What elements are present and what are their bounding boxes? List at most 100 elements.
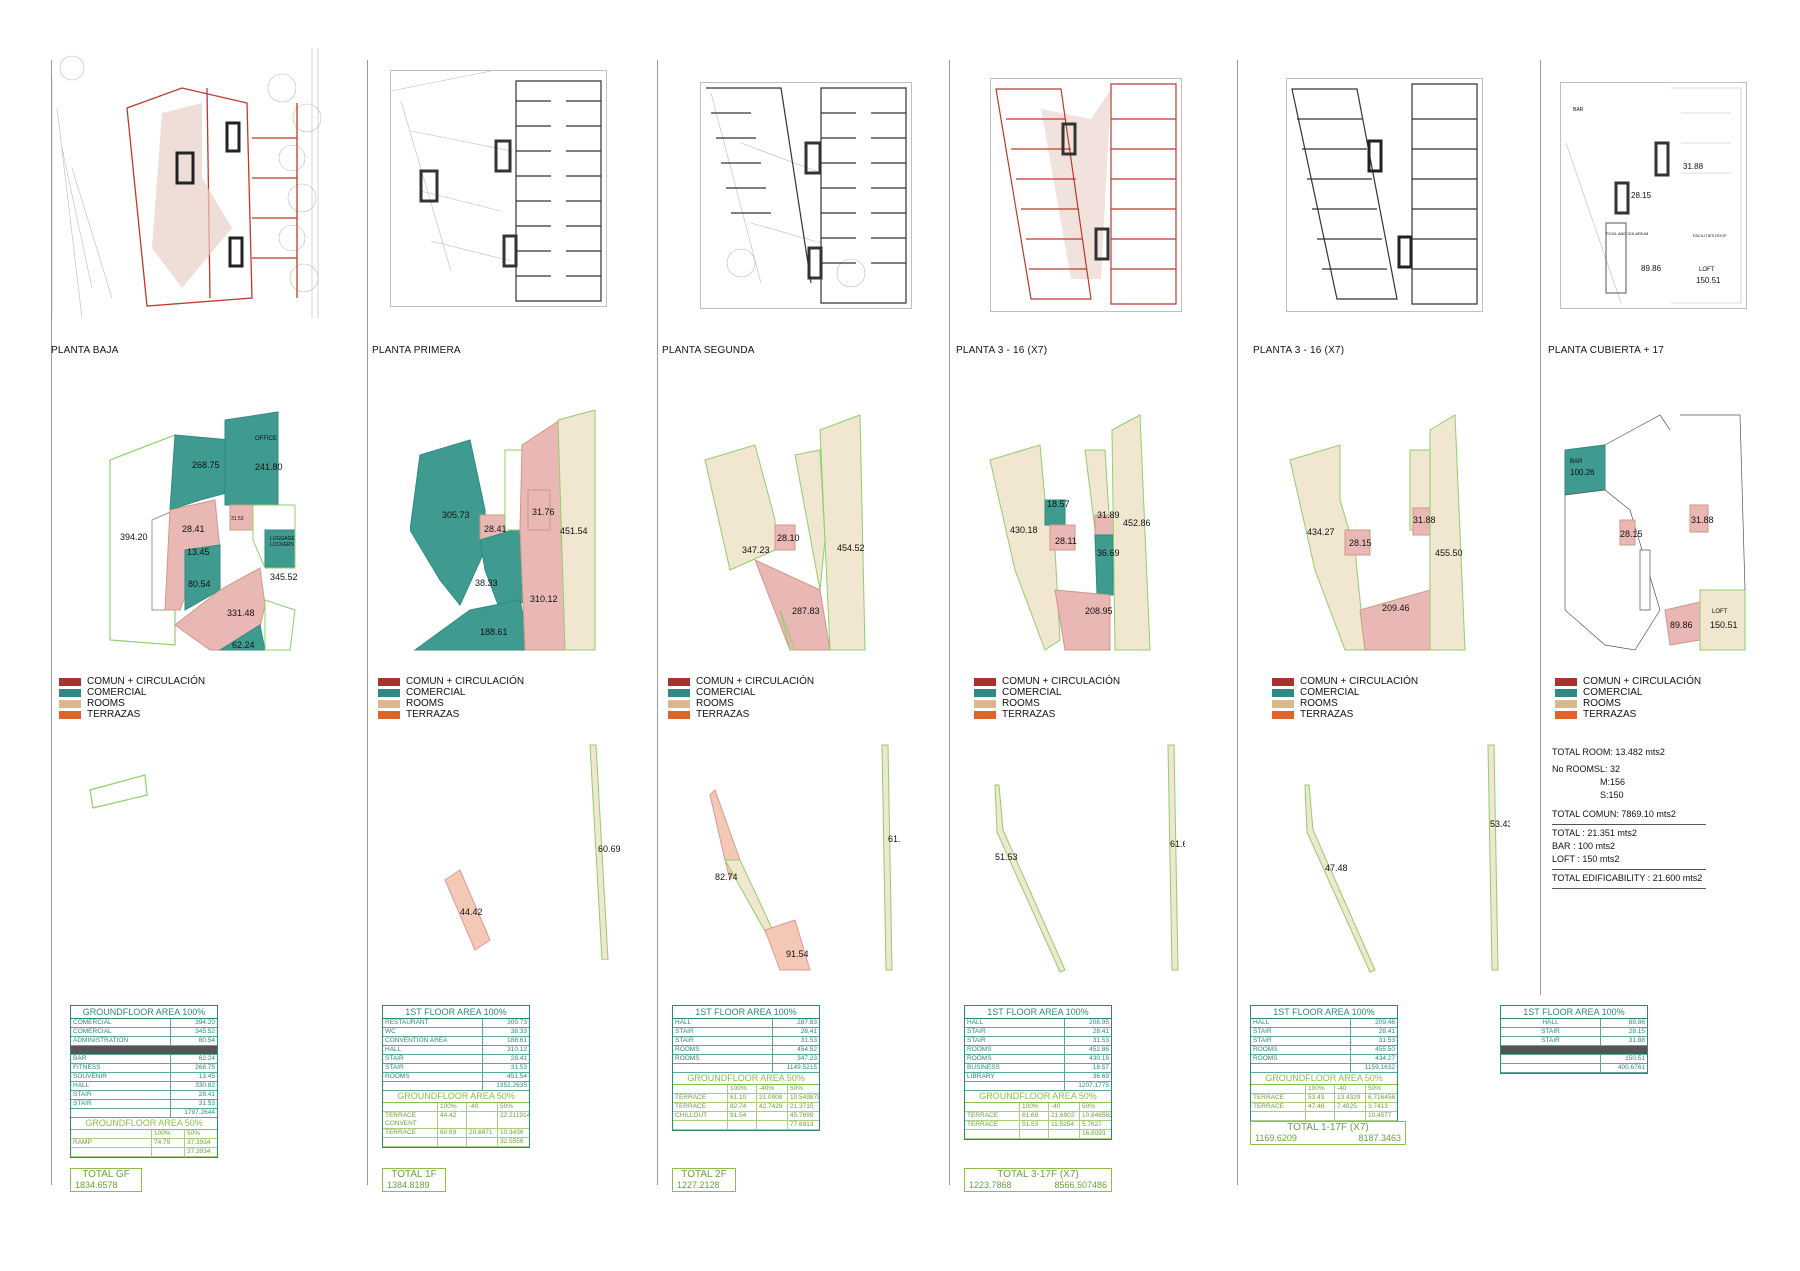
terrace-diagram-gf [89,774,148,809]
legend-item: COMUN + CIRCULACIÓN [668,676,814,687]
table-subtitle: GROUNDFLOOR AREA 50% [383,1091,529,1103]
divider [1540,60,1541,995]
table-row: 77.6913 [673,1121,819,1130]
summary-block: TOTAL ROOM: 13.482 mts2 No ROOMS L: 32 M… [1552,746,1706,891]
legend-item: COMUN + CIRCULACIÓN [59,676,205,687]
summary-edificability: TOTAL EDIFICABILITY : 21.600 mts2 [1552,873,1703,883]
area-label: 31.53 [231,516,244,522]
legend-item: ROOMS [59,698,205,709]
legend-item: COMERCIAL [974,687,1120,698]
area-label: 89.86 [1670,620,1693,630]
legend-item: TERRAZAS [1272,709,1418,720]
table-title: 1ST FLOOR AREA 100% [965,1006,1111,1019]
legend: COMUN + CIRCULACIÓN COMERCIAL ROOMS TERR… [1272,676,1418,720]
area-label: 28.10 [777,533,800,543]
legend-item: COMERCIAL [378,687,524,698]
floor-plan-drawing-gf [52,48,322,318]
plan-bar-label: BAR [1573,107,1584,113]
terrace-diagram-2f: 61.10 82.74 91.54 [709,744,900,971]
summary-total-room: TOTAL ROOM: 13.482 mts2 [1552,747,1665,757]
legend-item: ROOMS [1272,698,1418,709]
plan-label-3f: PLANTA 3 - 16 (X7) [956,345,1048,356]
area-label: LOCKERS [270,542,295,548]
area-diagram-3fb: 31.88 434.27 28.15 455.50 209.46 [1289,414,1466,651]
area-diagram-3f: 18.57 31.89 452.86 430.18 28.11 36.69 20… [989,414,1151,651]
area-label: 28.41 [182,524,205,534]
legend-item: COMERCIAL [59,687,205,698]
legend-item: ROOMS [668,698,814,709]
terrace-diagram-1f: 60.69 44.42 [444,744,620,960]
legend-item: TERRAZAS [1555,709,1701,720]
floor-plan-drawing-2f [700,82,912,309]
area-label: 452.86 [1123,518,1151,528]
total-value-x7: 8187.3463 [1358,1133,1401,1143]
summary-l: L: 32 [1600,764,1621,774]
summary-total-comun: TOTAL COMUN: 7869.10 mts2 [1552,809,1676,819]
legend-item: COMUN + CIRCULACIÓN [1555,676,1701,687]
plan-label-28: 28.15 [1631,191,1652,200]
divider [657,60,658,1185]
table-subtitle: GROUNDFLOOR AREA 50% [1251,1073,1397,1085]
table-title: 1ST FLOOR AREA 100% [673,1006,819,1019]
legend-item: COMERCIAL [668,687,814,698]
table-row: 1797.2644 [71,1109,217,1118]
area-label: 36.69 [1097,548,1120,558]
table-title: 1ST FLOOR AREA 100% [1251,1006,1397,1019]
area-label: 188.61 [480,627,508,637]
area-label: 209.46 [1382,603,1410,613]
area-label: 80.54 [188,579,211,589]
legend-item: TERRAZAS [974,709,1120,720]
table-title: GROUNDFLOOR AREA 100% [71,1006,217,1019]
divider [1552,868,1706,870]
table-row: 1352.2635 [383,1082,529,1091]
total-label: TOTAL 1-17F (X7) [1287,1122,1369,1133]
legend: COMUN + CIRCULACIÓN COMERCIAL ROOMS TERR… [59,676,205,720]
terrace-label: 51.53 [995,852,1018,862]
plan-label-1f: PLANTA PRIMERA [372,345,461,356]
floor-plan-drawing-3fb [1286,78,1483,312]
total-label: TOTAL 2F [681,1169,727,1180]
table-row: 1207.1775 [965,1082,1111,1091]
summary-total: TOTAL : 21.351 mts2 [1552,828,1637,838]
summary-rooms: No ROOMS L: 32 M:156 S:150 [1552,763,1706,802]
total-value: 1169.6209 [1255,1133,1297,1143]
total-box-1f: TOTAL 1F 1384.8189 [382,1168,446,1192]
plan-label-gf: PLANTA BAJA [51,345,119,356]
area-label: 100.26 [1570,468,1595,477]
area-label: 18.57 [1047,499,1070,509]
area-label: 208.95 [1085,606,1113,616]
area-label: 31.88 [1691,515,1714,525]
legend-item: TERRAZAS [59,709,205,720]
plan-pool-label: POOL AND SOLARIUM [1606,231,1648,236]
total-label: TOTAL 1F [391,1169,437,1180]
legend-item: COMUN + CIRCULACIÓN [378,676,524,687]
area-label: 434.27 [1307,527,1335,537]
total-value: 1384.8189 [387,1180,430,1190]
area-diagram-gf: 268.75 241.80 OFFICE 31.53 394.20 28.41 … [109,411,298,651]
summary-m: M:156 [1600,777,1626,787]
divider [367,60,368,1185]
